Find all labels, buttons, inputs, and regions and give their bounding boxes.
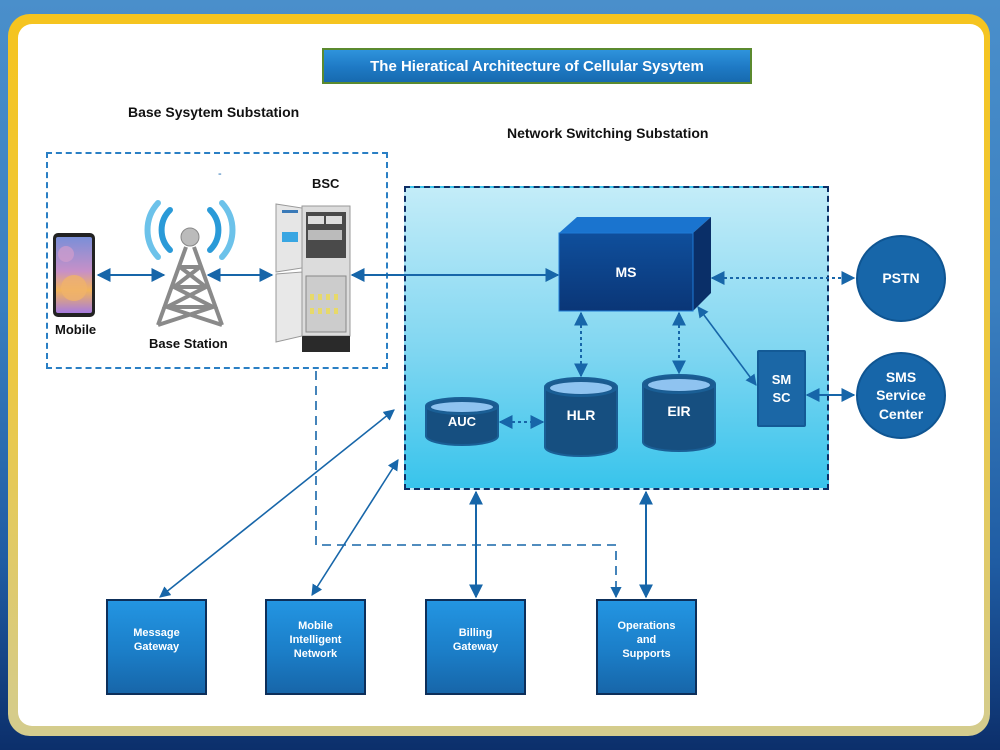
bss-section-label: Base Sysytem Substation — [128, 104, 300, 120]
bsc-cabinet-icon — [275, 203, 351, 352]
bsc-label: BSC — [312, 176, 340, 191]
ms-cube — [558, 217, 711, 312]
sms-center-line1: SMS — [885, 369, 917, 386]
box-line: Message — [133, 626, 180, 639]
sms-center-line2: Service — [876, 387, 926, 404]
mobile-label: Mobile — [55, 322, 97, 337]
diagram-title: The Hieratical Architecture of Cellular … — [322, 48, 752, 84]
pstn-node: PSTN — [856, 235, 946, 322]
mobile-phone-icon — [53, 233, 95, 317]
box-line: Supports — [622, 648, 671, 661]
auc-label: AUC — [447, 413, 477, 429]
box-line: Billing — [458, 626, 493, 639]
nss-section-label: Network Switching Substation — [507, 125, 709, 141]
box-line: Intelligent — [289, 633, 342, 646]
pstn-label: PSTN — [882, 270, 920, 287]
base-station-label: Base Station — [149, 336, 228, 351]
hlr-label: HLR — [566, 407, 596, 424]
eir-label: EIR — [667, 403, 691, 420]
sms-center-line3: Center — [878, 405, 924, 422]
box-line: Gateway — [133, 641, 180, 653]
box-line: Mobile — [298, 619, 333, 632]
eir-database-icon — [642, 374, 716, 452]
smsc-node: SM SC — [757, 350, 806, 427]
box-line: Gateway — [452, 641, 499, 653]
bss-group — [46, 152, 388, 369]
box-line: Network — [293, 648, 338, 661]
ms-label: MS — [615, 263, 637, 280]
box-line: and — [636, 633, 657, 646]
base-station-tower-icon — [144, 200, 236, 327]
box-line: Operations — [617, 619, 676, 632]
stray-mark: - — [218, 168, 222, 180]
smsc-label-line2: SC — [772, 389, 791, 405]
smsc-label-line1: SM — [771, 371, 792, 387]
